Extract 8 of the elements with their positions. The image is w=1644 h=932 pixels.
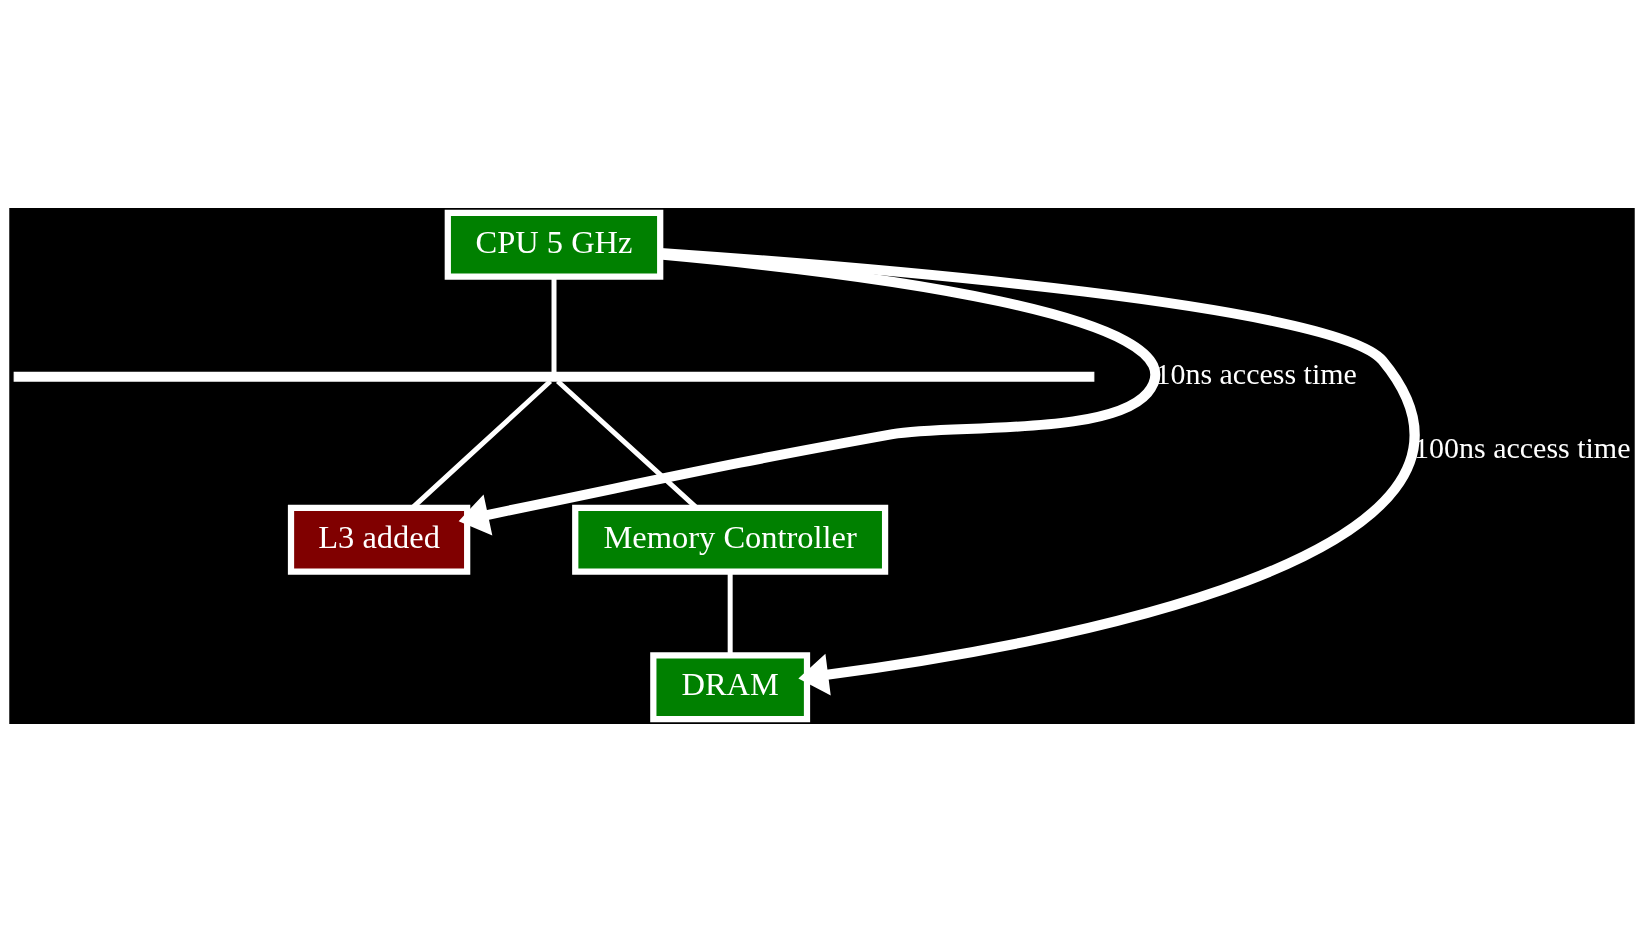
arrow — [660, 247, 1418, 696]
connector — [727, 571, 733, 656]
connector — [551, 276, 557, 373]
node-box: L3 added — [287, 504, 471, 575]
node-box: DRAM — [650, 652, 811, 723]
node-box: CPU 5 GHz — [444, 209, 664, 280]
node-box: Memory Controller — [572, 504, 889, 575]
node-bar — [13, 371, 1095, 382]
